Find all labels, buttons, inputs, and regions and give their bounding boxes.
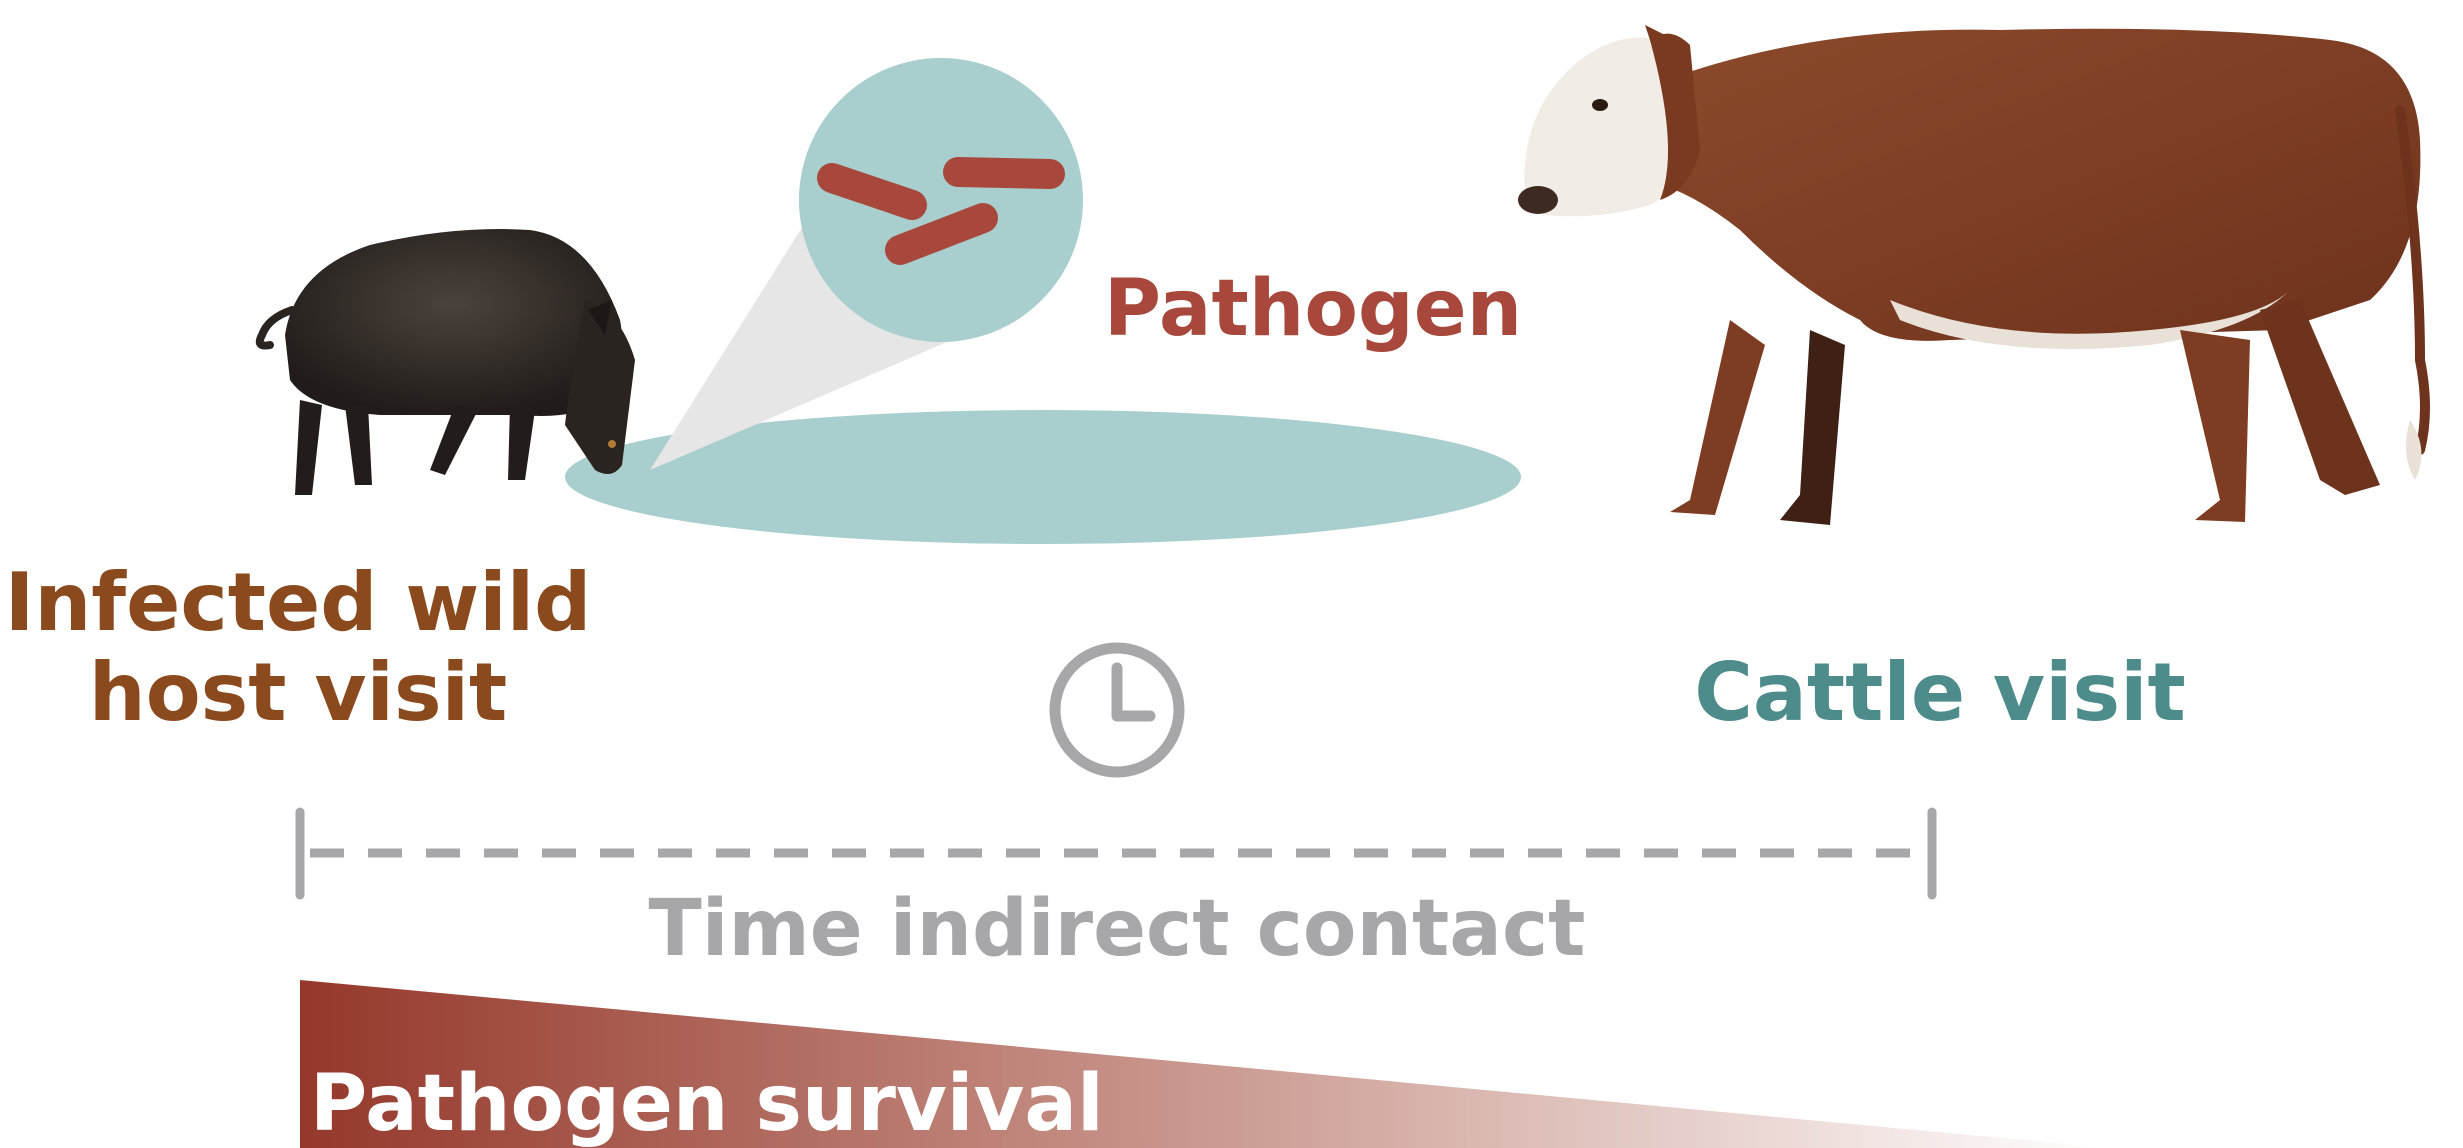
wild-host-label-line2: host visit [89,646,507,739]
survival-label: Pathogen survival [310,1059,1104,1148]
cattle-label: Cattle visit [1694,646,2186,739]
bacteria-icon [799,58,1083,342]
time-label: Time indirect contact [649,884,1586,974]
cow-illustration [1518,25,2425,525]
time-interval [300,812,1932,895]
pathogen-label: Pathogen [1104,264,1522,354]
wild-boar-illustration [260,229,635,495]
clock-icon [1055,648,1179,772]
wild-host-label-line1: Infected wild [5,556,592,649]
